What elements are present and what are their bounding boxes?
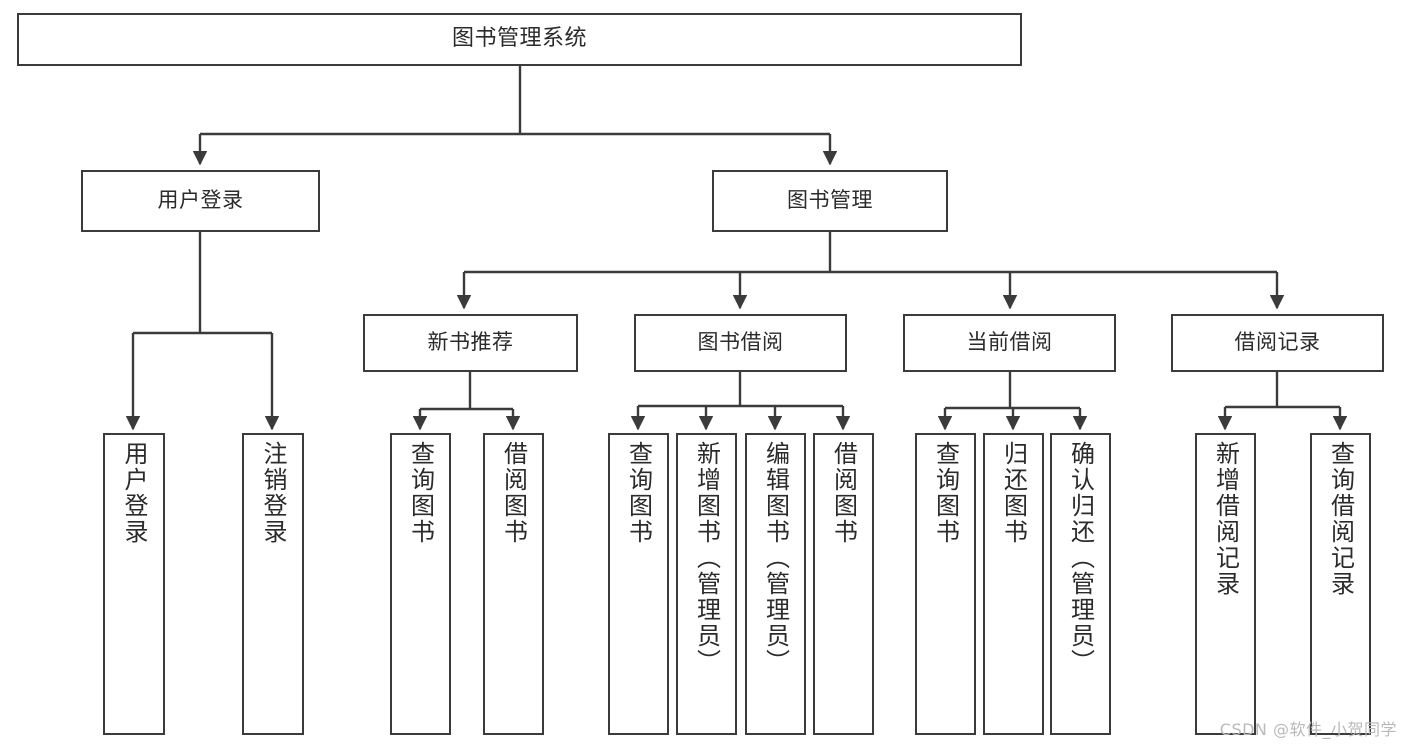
node-label: 查询图书 [406, 441, 435, 545]
node-book-borrow[interactable]: 图书借阅 [634, 314, 847, 372]
node-label: 查询借阅记录 [1326, 441, 1355, 597]
leaf-new-book-borrow[interactable]: 借阅图书 [483, 433, 544, 735]
node-label: 用户登录 [157, 188, 244, 213]
node-label: 图书管理系统 [451, 26, 587, 52]
leaf-current-borrow-confirm-return[interactable]: 确认归还（管理员） [1050, 433, 1111, 735]
node-label: 图书管理 [787, 188, 873, 213]
leaf-borrow-record-add[interactable]: 新增借阅记录 [1195, 433, 1256, 735]
node-label: 注销登录 [259, 441, 287, 545]
node-label: 用户登录 [120, 441, 148, 545]
node-label: 当前借阅 [966, 330, 1053, 355]
node-user-login[interactable]: 用户登录 [81, 170, 320, 232]
leaf-book-borrow-edit[interactable]: 编辑图书（管理员） [745, 433, 806, 735]
node-label: 查询图书 [624, 441, 653, 545]
leaf-book-borrow-add[interactable]: 新增图书（管理员） [676, 433, 737, 735]
node-label: 新增借阅记录 [1211, 441, 1240, 597]
leaf-borrow-record-query[interactable]: 查询借阅记录 [1310, 433, 1371, 735]
node-label: 确认归还（管理员） [1066, 441, 1095, 675]
node-label: 借阅记录 [1234, 330, 1321, 355]
node-label: 借阅图书 [829, 441, 858, 545]
node-label: 图书借阅 [697, 330, 784, 355]
node-book-management[interactable]: 图书管理 [712, 170, 948, 232]
node-label: 新增图书（管理员） [692, 441, 721, 675]
node-label: 借阅图书 [499, 441, 528, 545]
leaf-current-borrow-return[interactable]: 归还图书 [983, 433, 1044, 735]
leaf-user-login-signout[interactable]: 注销登录 [242, 433, 304, 735]
leaf-book-borrow-borrow[interactable]: 借阅图书 [813, 433, 874, 735]
node-new-book-recommend[interactable]: 新书推荐 [363, 314, 578, 372]
node-label: 新书推荐 [427, 330, 514, 355]
node-root-system[interactable]: 图书管理系统 [17, 13, 1022, 66]
node-current-borrow[interactable]: 当前借阅 [903, 314, 1116, 372]
node-borrow-record[interactable]: 借阅记录 [1171, 314, 1384, 372]
leaf-user-login-signin[interactable]: 用户登录 [103, 433, 165, 735]
node-label: 查询图书 [931, 441, 960, 545]
node-label: 归还图书 [999, 441, 1028, 545]
leaf-book-borrow-query[interactable]: 查询图书 [608, 433, 669, 735]
leaf-new-book-query[interactable]: 查询图书 [390, 433, 451, 735]
node-label: 编辑图书（管理员） [761, 441, 790, 675]
leaf-current-borrow-query[interactable]: 查询图书 [915, 433, 976, 735]
